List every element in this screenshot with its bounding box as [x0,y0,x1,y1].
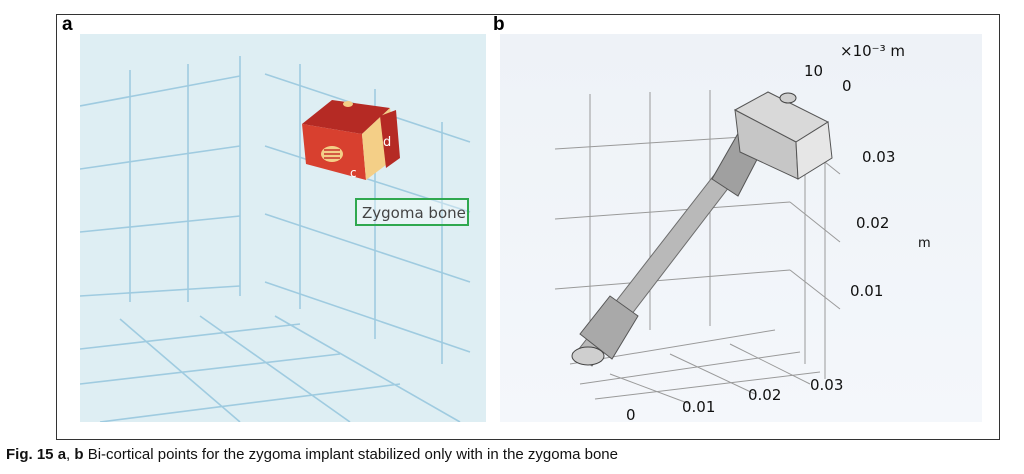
scale-exponent: ×10⁻³ m [840,42,905,60]
caption-bold-a: a [57,446,67,463]
panel-b-image: ×10⁻³ m 10 0 0.03 0.02 m 0.01 0 0.01 0.0… [500,34,982,424]
panel-b-svg: ×10⁻³ m 10 0 0.03 0.02 m 0.01 0 0.01 0.0… [554,42,931,424]
face-label-d: d [383,135,391,150]
caption-text: Bi-cortical points for the zygoma implan… [83,446,618,463]
zygoma-block [302,100,400,180]
face-label-c: c [350,166,357,180]
scale-tick-0: 0 [842,77,852,95]
right-axis-tick-0.01: 0.01 [850,282,883,300]
right-axis-tick-0.02: 0.02 [856,214,889,232]
bottom-axis-tick-0: 0 [626,406,636,422]
right-axis-tick-0.03: 0.03 [862,148,895,166]
figure-caption: Fig. 15 a, b Bi-cortical points for the … [6,446,618,463]
caption-separator: , [66,446,75,463]
caption-fig-label: Fig. 15 [6,446,54,463]
right-axis-unit: m [918,236,931,251]
panel-a-image: c d Zygoma bone [79,34,486,423]
zygoma-bone-label: Zygoma bone [362,204,466,222]
panel-a-svg: c d Zygoma bone [79,56,471,423]
panel-a-grid [79,56,471,423]
bottom-axis-tick-0.01: 0.01 [682,398,715,416]
panel-b-label: b [493,14,505,35]
bottom-axis-tick-0.02: 0.02 [748,386,781,404]
panel-a-label: a [62,14,73,35]
caption-bold-b: b [74,446,84,463]
zygoma-implant [571,91,833,367]
bottom-axis-tick-0.03: 0.03 [810,376,843,394]
scale-tick-10: 10 [804,62,823,80]
zygoma-bone-label-box [355,198,469,226]
